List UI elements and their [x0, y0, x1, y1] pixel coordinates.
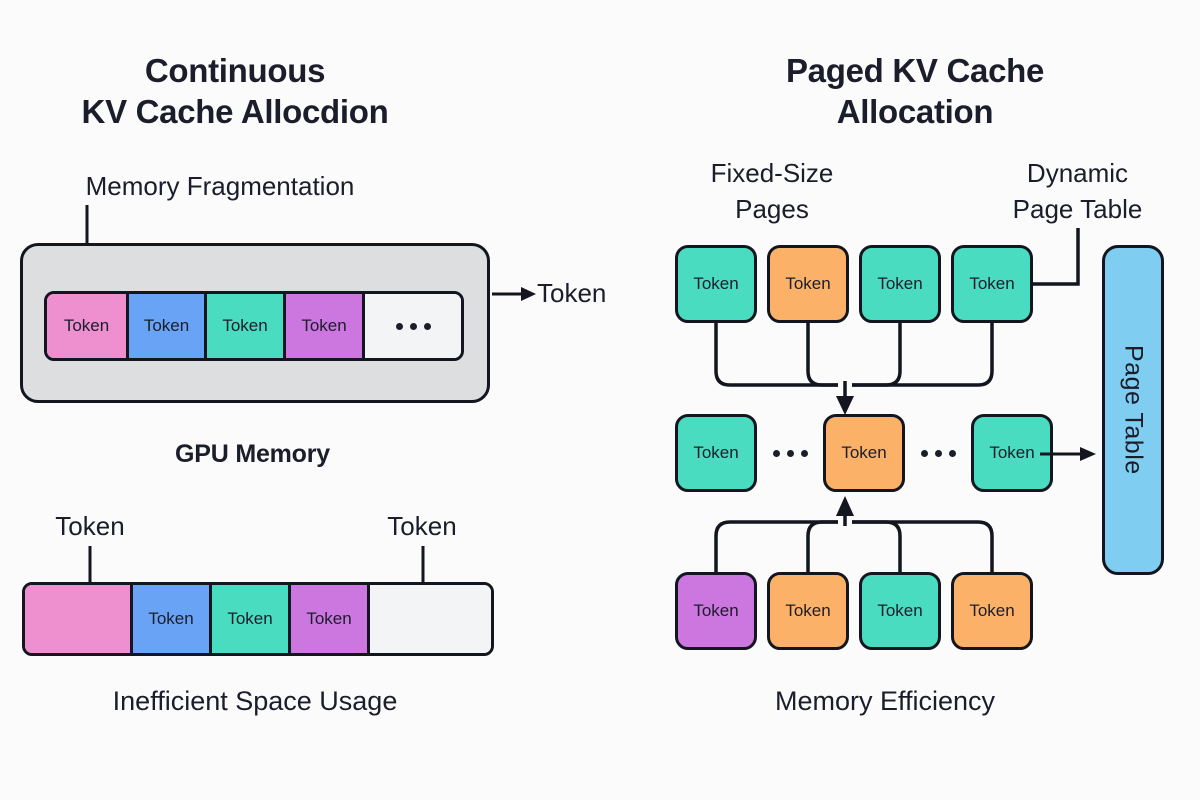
page-box-label: Token	[877, 274, 923, 293]
memory-cell	[25, 585, 133, 653]
page-box-label: Token	[785, 601, 831, 620]
memory-cell	[370, 585, 491, 653]
page-box[interactable]: Token	[951, 572, 1033, 650]
inefficient-space-usage-caption: Inefficient Space Usage	[112, 686, 398, 716]
token-callout-label: Token	[537, 278, 607, 308]
memory-cell-label: Token	[301, 316, 347, 335]
page-box-label: Token	[969, 601, 1015, 620]
bottom-bar-callout-left: Token	[55, 511, 125, 541]
right-panel-title: Paged KV Cache Allocation	[700, 50, 1130, 132]
sequence-to-page-table-arrow-icon	[1040, 447, 1096, 461]
page-box[interactable]: Token	[859, 245, 941, 323]
pages-to-sequence-connector-icon	[714, 323, 994, 415]
memory-cell: Token	[291, 585, 370, 653]
gpu-memory-subhead: GPU Memory	[175, 440, 330, 468]
token-callout-arrow-icon	[492, 287, 536, 301]
page-box-label: Token	[693, 443, 739, 462]
memory-cell-label: Token	[148, 609, 194, 628]
ellipsis-icon	[395, 322, 431, 330]
memory-cell: Token	[207, 294, 286, 358]
page-box[interactable]: Token	[859, 572, 941, 650]
ellipsis-icon	[915, 414, 961, 492]
page-box[interactable]: Token	[675, 245, 757, 323]
page-box-label: Token	[785, 274, 831, 293]
page-box-label: Token	[877, 601, 923, 620]
page-box-label: Token	[693, 601, 739, 620]
dynamic-page-table-label: Dynamic Page Table	[985, 155, 1170, 227]
memory-cell-label: Token	[63, 316, 110, 335]
fixed-size-pages-line-1: Fixed-Size	[710, 158, 834, 188]
memory-cell: Token	[286, 294, 365, 358]
memory-cell: Token	[47, 294, 129, 358]
ellipsis-icon	[767, 414, 813, 492]
page-box-label: Token	[989, 443, 1035, 462]
page-box[interactable]: Token	[971, 414, 1053, 492]
page-box-label: Token	[969, 274, 1015, 293]
page-box-label: Token	[841, 443, 887, 462]
page-box[interactable]: Token	[951, 245, 1033, 323]
continuous-kv-cache-bar: Token Token Token Token	[44, 291, 464, 361]
paged-sequence-row: Token Token Token	[675, 414, 1053, 492]
page-table-connector-icon	[1020, 228, 1080, 286]
fixed-size-pages-row: Token Token Token Token	[675, 245, 1033, 323]
page-box[interactable]: Token	[767, 572, 849, 650]
page-box[interactable]: Token	[767, 245, 849, 323]
fixed-size-pages-line-2: Pages	[735, 194, 809, 224]
memory-cell-label: Token	[222, 316, 268, 335]
memory-cell: Token	[129, 294, 207, 358]
page-box[interactable]: Token	[675, 414, 757, 492]
blocks-to-sequence-connector-icon	[714, 496, 994, 572]
memory-efficiency-caption: Memory Efficiency	[774, 686, 996, 716]
memory-cell	[365, 294, 461, 358]
left-panel-title: Continuous KV Cache Allocdion	[35, 50, 435, 132]
memory-cell-label: Token	[227, 609, 273, 628]
memory-blocks-row: Token Token Token Token	[675, 572, 1033, 650]
page-box-label: Token	[693, 274, 739, 293]
page-box[interactable]: Token	[823, 414, 905, 492]
gpu-memory-bar: Token Token Token	[22, 582, 494, 656]
dynamic-page-table-line-2: Page Table	[1012, 194, 1143, 224]
page-table-block[interactable]: Page Table	[1102, 245, 1164, 575]
memory-cell-label: Token	[306, 609, 352, 628]
right-title-line-2: Allocation	[836, 93, 994, 130]
page-table-label: Page Table	[1119, 345, 1148, 475]
memory-cell: Token	[133, 585, 212, 653]
page-box[interactable]: Token	[675, 572, 757, 650]
fixed-size-pages-label: Fixed-Size Pages	[672, 155, 872, 227]
memory-fragmentation-label: Memory Fragmentation	[85, 171, 355, 201]
left-title-line-1: Continuous	[144, 52, 326, 89]
memory-cell: Token	[212, 585, 291, 653]
memory-cell-label: Token	[143, 316, 190, 335]
bottom-bar-callout-right: Token	[387, 511, 457, 541]
dynamic-page-table-line-1: Dynamic	[1026, 158, 1129, 188]
left-title-line-2: KV Cache Allocdion	[81, 93, 389, 130]
right-title-line-1: Paged KV Cache	[785, 52, 1045, 89]
